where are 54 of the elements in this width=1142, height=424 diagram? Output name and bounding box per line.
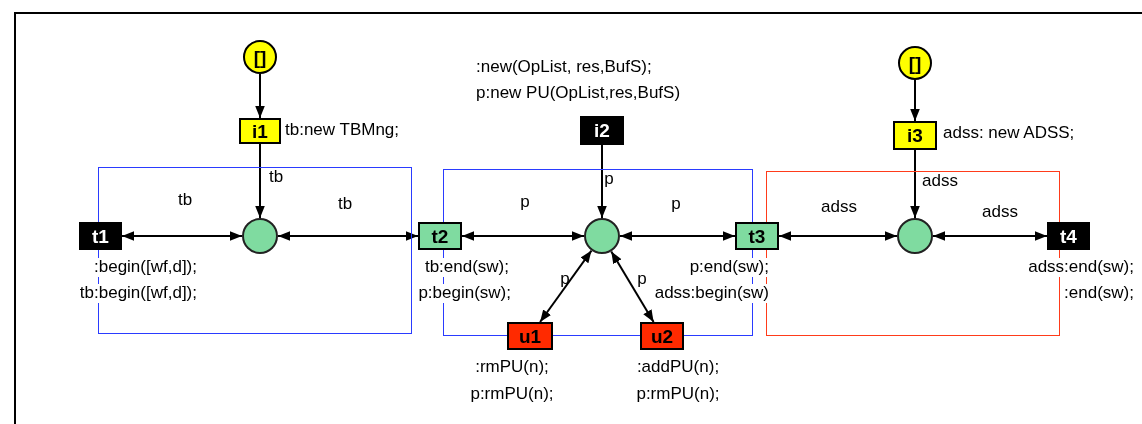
transition-annotation: tb:end(sw); <box>423 258 510 277</box>
transition-annotation: :begin([wf,d]); <box>93 258 198 277</box>
arc-arrow <box>121 231 243 241</box>
arc-arrow <box>778 231 898 241</box>
edge-label: p <box>671 194 681 212</box>
initial-transition-box: i3 <box>893 121 937 150</box>
transition-annotation: adss:begin(sw) <box>653 284 770 303</box>
token-place-circle: [] <box>243 40 277 74</box>
arc-arrow <box>539 249 593 323</box>
place-circle <box>241 217 278 254</box>
transition-annotation: p:begin(sw); <box>417 284 512 303</box>
transition-annotation: p:rmPU(n); <box>635 385 721 404</box>
arc-arrow <box>619 231 736 241</box>
transition-box: i2 <box>580 116 624 145</box>
arc-arrow <box>610 250 655 323</box>
transition-annotation: p:rmPU(n); <box>469 385 555 404</box>
edge-label: p <box>520 192 530 210</box>
transition-box: t3 <box>735 222 779 250</box>
token-place-circle: [] <box>898 46 932 80</box>
transition-annotation: adss:end(sw); <box>1027 258 1135 277</box>
transition-annotation: :new(OpList, res,BufS); <box>475 58 653 77</box>
transition-box: t4 <box>1047 222 1090 250</box>
edge-label: adss <box>982 202 1018 220</box>
arc-arrow <box>255 143 265 219</box>
edge-label: tb <box>268 167 284 185</box>
transition-box: u2 <box>640 322 684 350</box>
transition-annotation: tb:new TBMng; <box>284 121 401 140</box>
arc-arrow <box>932 231 1048 241</box>
edge-label: tb <box>177 190 193 208</box>
place-circle <box>583 217 620 254</box>
transition-box: u1 <box>507 322 553 350</box>
transition-annotation: adss: new ADSS; <box>942 124 1076 143</box>
edge-label: adss <box>922 171 958 189</box>
arc-arrow <box>910 149 920 219</box>
place-circle <box>896 217 933 254</box>
edge-label: p <box>560 269 570 287</box>
arc-arrow <box>910 79 920 122</box>
initial-transition-box: i1 <box>239 118 281 144</box>
transition-annotation: :addPU(n); <box>635 358 721 377</box>
arc-arrow <box>277 231 419 241</box>
edge-label: p <box>604 169 614 187</box>
transition-box: t1 <box>79 222 122 250</box>
transition-annotation: p:new PU(OpList,res,BufS) <box>475 84 682 103</box>
transition-annotation: :end(sw); <box>1063 284 1135 303</box>
transition-annotation: tb:begin([wf,d]); <box>78 284 198 303</box>
edge-label: adss <box>821 197 857 215</box>
edge-label: tb <box>337 194 353 212</box>
arc-arrow <box>461 231 585 241</box>
transition-box: t2 <box>418 222 462 250</box>
transition-annotation: p:end(sw); <box>688 258 770 277</box>
transition-annotation: :rmPU(n); <box>474 358 550 377</box>
arc-arrow <box>597 144 607 219</box>
edge-label: p <box>637 269 647 287</box>
arc-arrow <box>255 73 265 119</box>
